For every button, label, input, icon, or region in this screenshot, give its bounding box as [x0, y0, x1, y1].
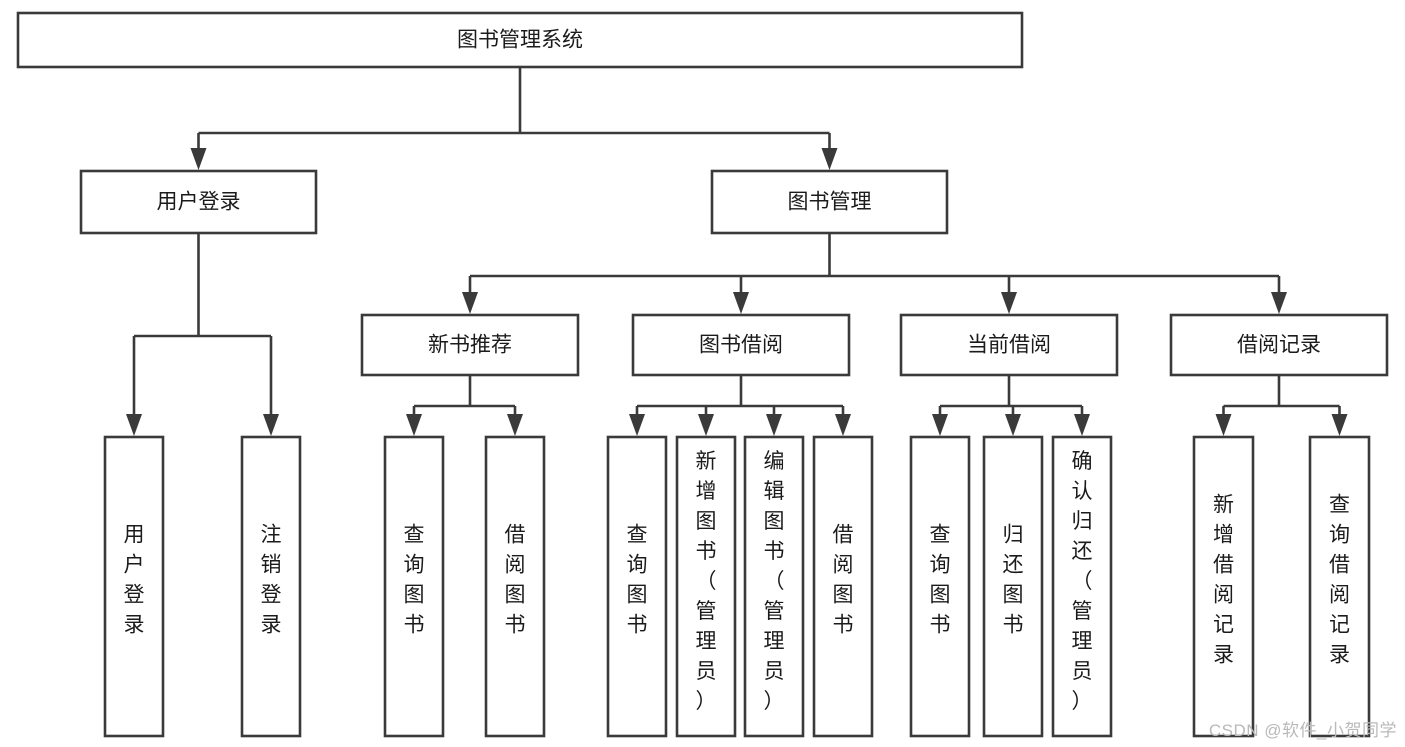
node-box [383, 435, 445, 738]
node-leaf-borrow-book-2[interactable]: 借阅图书 [812, 435, 874, 738]
arrow-head-icon [733, 292, 749, 314]
node-label: 确认归还（管理员） [1072, 450, 1093, 713]
arrow-head-icon [507, 414, 523, 436]
arrow-head-icon [1005, 414, 1021, 436]
node-borrow-record[interactable]: 借阅记录 [1169, 313, 1389, 377]
node-box [899, 313, 1119, 377]
connectors-layer [126, 67, 1348, 436]
node-label: 编辑图书（管理员） [764, 450, 785, 713]
node-leaf-query-book-3[interactable]: 查询图书 [909, 435, 971, 738]
node-leaf-user-logout[interactable]: 注销登录 [240, 435, 302, 738]
connector-group-current-borrow [932, 375, 1090, 436]
node-box [1169, 313, 1389, 377]
node-leaf-borrow-book-1[interactable]: 借阅图书 [484, 435, 546, 738]
node-box [103, 435, 165, 738]
node-box [606, 435, 668, 738]
node-box [1051, 435, 1113, 738]
node-label: 图书管理系统 [457, 29, 583, 52]
node-label: 借阅图书 [833, 524, 854, 637]
node-label: 查询借阅记录 [1329, 494, 1350, 667]
node-user-login[interactable]: 用户登录 [79, 169, 318, 235]
arrow-head-icon [932, 414, 948, 436]
arrow-head-icon [126, 414, 142, 436]
node-label: 当前借阅 [967, 334, 1051, 357]
arrow-head-icon [1331, 414, 1348, 436]
node-label: 新增图书（管理员） [696, 450, 717, 713]
arrow-head-icon [766, 414, 782, 436]
node-label: 用户登录 [157, 191, 241, 214]
node-box [16, 11, 1024, 69]
arrow-head-icon [1271, 292, 1287, 314]
node-leaf-confirm-return[interactable]: 确认归还（管理员） [1051, 435, 1113, 738]
node-box [909, 435, 971, 738]
arrow-head-icon [462, 292, 478, 314]
arrow-head-icon [406, 414, 422, 436]
node-label: 查询图书 [930, 524, 951, 637]
arrow-head-icon [629, 414, 645, 436]
node-box [743, 435, 805, 738]
connector-group-book-borrow [629, 375, 851, 436]
node-box [1308, 435, 1371, 738]
node-book-borrow[interactable]: 图书借阅 [631, 313, 851, 377]
connector-group-book-manage [462, 233, 1287, 314]
node-box [631, 313, 851, 377]
node-leaf-user-login[interactable]: 用户登录 [103, 435, 165, 738]
node-label: 注销登录 [261, 524, 282, 637]
node-label: 图书管理 [788, 191, 872, 214]
node-label: 用户登录 [124, 524, 145, 637]
node-leaf-add-record[interactable]: 新增借阅记录 [1192, 435, 1255, 738]
node-label: 新增借阅记录 [1213, 494, 1234, 667]
node-label: 新书推荐 [428, 334, 512, 357]
arrow-head-icon [190, 148, 207, 170]
node-label: 归还图书 [1003, 524, 1024, 637]
arrow-head-icon [263, 414, 279, 436]
node-leaf-add-book[interactable]: 新增图书（管理员） [675, 435, 737, 738]
arrow-head-icon [1074, 414, 1090, 436]
node-box [79, 169, 318, 235]
node-box [675, 435, 737, 738]
node-root[interactable]: 图书管理系统 [16, 11, 1024, 69]
node-box [812, 435, 874, 738]
node-label: 借阅记录 [1237, 334, 1321, 357]
arrow-head-icon [698, 414, 714, 436]
arrow-head-icon [821, 148, 838, 170]
node-box [360, 313, 580, 377]
arrow-head-icon [1001, 292, 1017, 314]
node-label: 图书借阅 [699, 334, 783, 357]
node-box [240, 435, 302, 738]
node-leaf-query-book-2[interactable]: 查询图书 [606, 435, 668, 738]
node-book-manage[interactable]: 图书管理 [710, 169, 949, 235]
node-current-borrow[interactable]: 当前借阅 [899, 313, 1119, 377]
node-new-book-rec[interactable]: 新书推荐 [360, 313, 580, 377]
node-leaf-edit-book[interactable]: 编辑图书（管理员） [743, 435, 805, 738]
nodes-layer: 图书管理系统用户登录图书管理新书推荐图书借阅当前借阅借阅记录用户登录注销登录查询… [16, 11, 1389, 738]
node-label: 借阅图书 [505, 524, 526, 637]
node-label: 查询图书 [404, 524, 425, 637]
connector-group-user-login [126, 233, 279, 436]
connector-group-new-book-rec [406, 375, 523, 436]
connector-group-borrow-record [1215, 375, 1348, 436]
connector-group-root [190, 67, 838, 170]
node-label: 查询图书 [627, 524, 648, 637]
arrow-head-icon [1215, 414, 1232, 436]
node-box [982, 435, 1044, 738]
node-box [1192, 435, 1255, 738]
node-leaf-return-book[interactable]: 归还图书 [982, 435, 1044, 738]
node-leaf-query-record[interactable]: 查询借阅记录 [1308, 435, 1371, 738]
arrow-head-icon [835, 414, 851, 436]
node-leaf-query-book-1[interactable]: 查询图书 [383, 435, 445, 738]
node-box [710, 169, 949, 235]
node-box [484, 435, 546, 738]
